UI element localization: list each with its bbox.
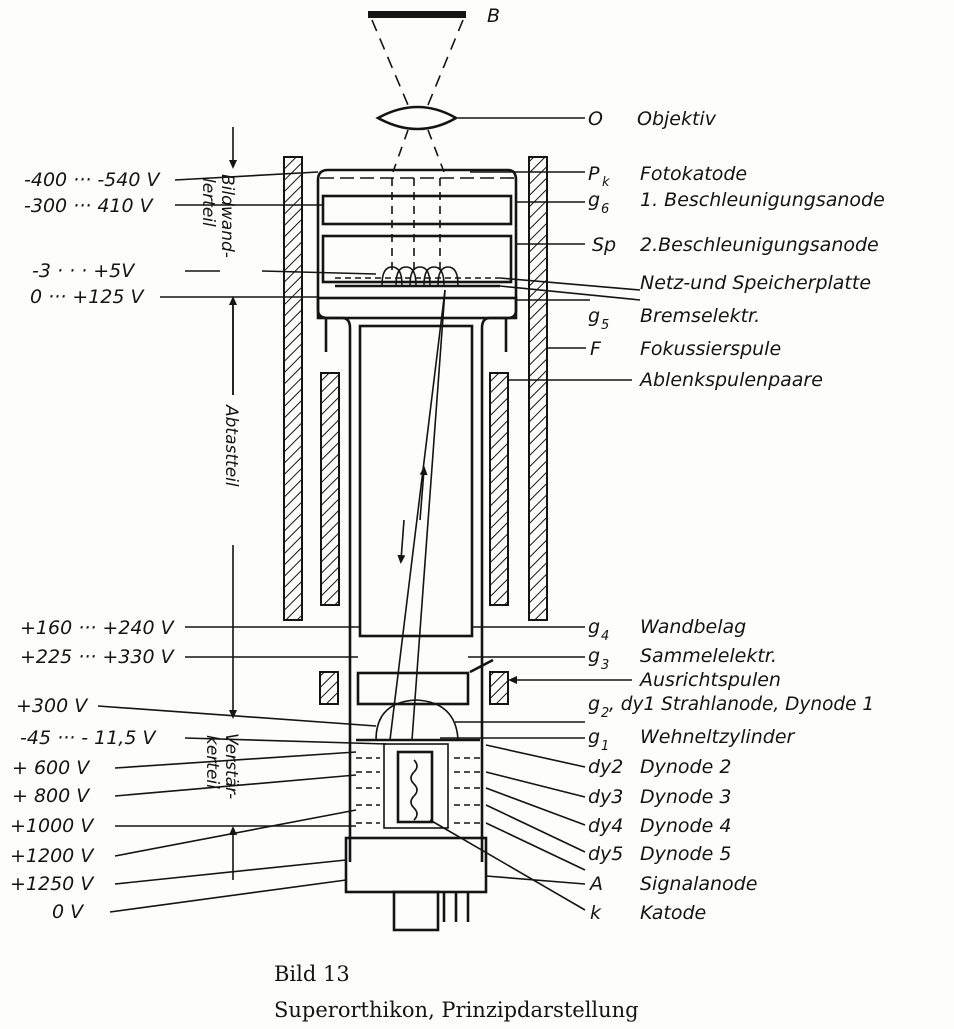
label-wehneltzylinder: Wehneltzylinder bbox=[640, 726, 796, 748]
wall-coating bbox=[358, 324, 474, 638]
voltage-14: 0 V bbox=[52, 901, 85, 923]
label-dy3: dy3 bbox=[588, 786, 623, 808]
left-leaders bbox=[97, 171, 387, 913]
label-A: A bbox=[588, 873, 603, 895]
label-g2-sub: 2 bbox=[601, 706, 609, 721]
label-dynode-4: Dynode 4 bbox=[640, 815, 731, 837]
voltage-11: +1000 V bbox=[10, 815, 95, 837]
label-g6-sub: 6 bbox=[601, 202, 609, 217]
label-F: F bbox=[590, 338, 602, 360]
label-g6: g bbox=[588, 189, 600, 211]
focus-coil-right bbox=[528, 156, 548, 621]
voltage-6: +225 ··· +330 V bbox=[20, 646, 176, 668]
label-dynode-3: Dynode 3 bbox=[640, 786, 731, 808]
right-leaders bbox=[429, 171, 641, 911]
deflection-coil-left bbox=[320, 372, 340, 606]
brake-electrode bbox=[316, 296, 518, 352]
label-g1-sub: 1 bbox=[601, 739, 609, 754]
label-g3: g bbox=[588, 645, 600, 667]
label-dy2: dy2 bbox=[588, 756, 623, 778]
label-g2: g bbox=[588, 693, 600, 715]
label-Sp: Sp bbox=[592, 234, 616, 256]
label-B: B bbox=[487, 5, 500, 27]
label-sammelelektr: Sammelelektr. bbox=[640, 645, 777, 667]
objective-lens bbox=[375, 105, 585, 131]
section-bildwandlerteil-1: Bildwand- bbox=[217, 174, 237, 258]
accelerating-anode-1 bbox=[321, 194, 513, 226]
caption-figure-number: Bild 13 bbox=[274, 962, 350, 986]
focus-coil-left bbox=[283, 156, 303, 621]
image-plate bbox=[368, 11, 466, 18]
label-beschleunigungsanode-2: 2.Beschleunigungsanode bbox=[640, 234, 879, 256]
label-g4-sub: 4 bbox=[601, 629, 609, 644]
voltage-7: +300 V bbox=[16, 695, 89, 717]
label-fokussierspule: Fokussierspule bbox=[640, 338, 781, 360]
voltage-5: +160 ··· +240 V bbox=[20, 617, 176, 639]
label-dynode-5: Dynode 5 bbox=[640, 843, 731, 865]
caption-title: Superorthikon, Prinzipdarstellung bbox=[274, 998, 639, 1022]
label-g5: g bbox=[588, 305, 600, 327]
voltage-10: + 800 V bbox=[12, 785, 91, 807]
section-verstaerkerteil-2: kerteil bbox=[202, 735, 222, 789]
voltage-4: 0 ··· +125 V bbox=[30, 286, 146, 308]
label-Pk: P bbox=[588, 163, 600, 185]
alignment-coil-right bbox=[489, 671, 509, 705]
label-strahlanode: , dy1 Strahlanode, Dynode 1 bbox=[609, 694, 874, 715]
accelerating-anode-2 bbox=[321, 234, 513, 284]
voltage-9: + 600 V bbox=[12, 757, 91, 779]
label-dynode-2: Dynode 2 bbox=[640, 756, 731, 778]
label-wandbelag: Wandbelag bbox=[640, 616, 746, 638]
label-g1: g bbox=[588, 726, 600, 748]
label-g3-sub: 3 bbox=[601, 658, 609, 673]
label-O: O bbox=[588, 108, 603, 130]
voltage-8: -45 ··· - 11,5 V bbox=[20, 727, 157, 749]
light-cone bbox=[371, 19, 464, 173]
alignment-coil-left bbox=[319, 671, 339, 705]
voltage-1: -400 ··· -540 V bbox=[24, 169, 161, 191]
label-ausrichtspulen: Ausrichtspulen bbox=[638, 669, 781, 691]
section-verstaerkerteil-1: Verstär- bbox=[221, 733, 241, 799]
section-abtastteil: Abtastteil bbox=[221, 404, 241, 487]
collector-electrode bbox=[356, 671, 470, 706]
voltage-3: -3 · · · +5V bbox=[32, 260, 136, 282]
label-g5-sub: 5 bbox=[601, 318, 609, 333]
voltage-13: +1250 V bbox=[10, 873, 95, 895]
label-k: k bbox=[590, 902, 602, 924]
voltage-12: +1200 V bbox=[10, 845, 95, 867]
label-ablenkspulenpaare: Ablenkspulenpaare bbox=[638, 369, 823, 391]
label-g4: g bbox=[588, 616, 600, 638]
label-netz-speicherplatte: Netz-und Speicherplatte bbox=[640, 272, 871, 294]
label-beschleunigungsanode-1: 1. Beschleunigungsanode bbox=[640, 189, 885, 211]
deflection-coil-right bbox=[489, 372, 509, 606]
label-fotokatode: Fotokatode bbox=[640, 163, 747, 185]
electron-gun bbox=[356, 699, 480, 829]
electron-beam bbox=[389, 178, 446, 741]
voltage-2: -300 ··· 410 V bbox=[24, 195, 155, 217]
label-objektiv: Objektiv bbox=[637, 108, 717, 130]
section-bildwandlerteil-2: lerteil bbox=[198, 178, 218, 227]
label-dy4: dy4 bbox=[588, 815, 623, 837]
label-dy5: dy5 bbox=[588, 843, 623, 865]
label-Pk-sub: k bbox=[602, 175, 610, 190]
label-signalanode: Signalanode bbox=[640, 873, 757, 895]
label-bremselektr: Bremselektr. bbox=[640, 305, 760, 327]
label-katode: Katode bbox=[640, 902, 706, 924]
